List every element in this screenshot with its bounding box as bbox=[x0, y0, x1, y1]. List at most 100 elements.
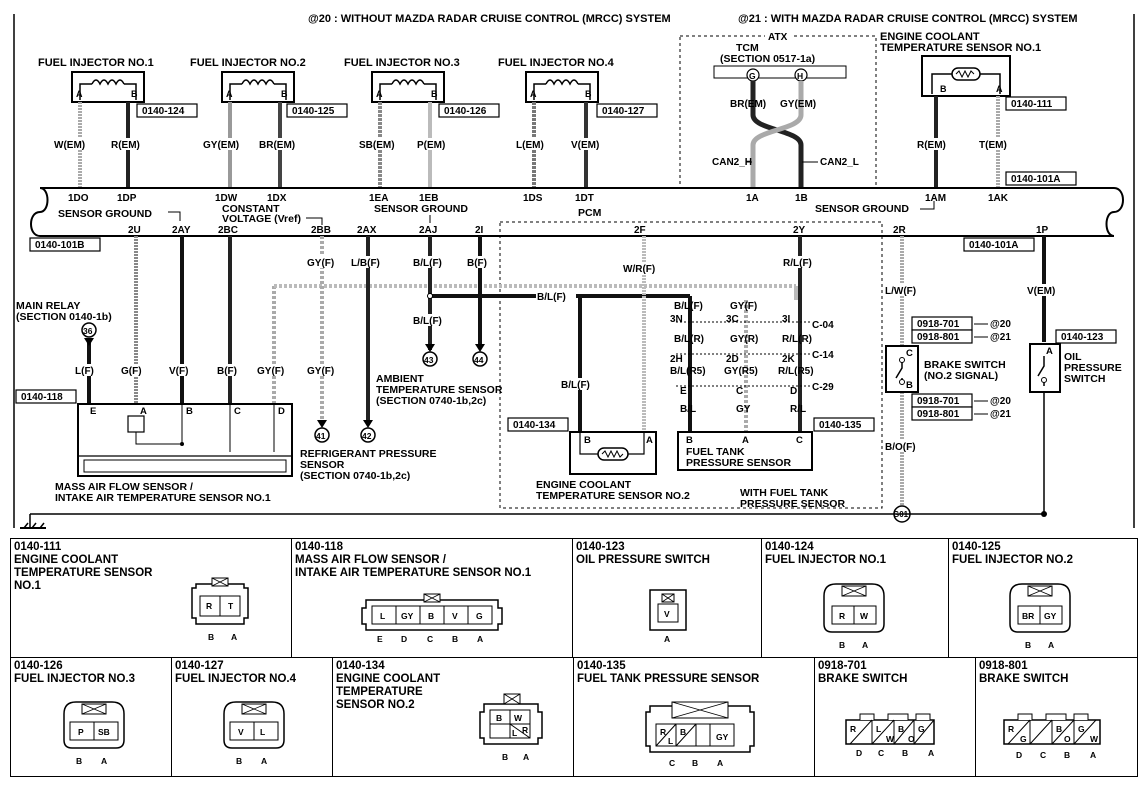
svg-text:GY(R5): GY(R5) bbox=[724, 366, 758, 377]
svg-text:A: A bbox=[646, 435, 653, 446]
svg-text:0140-123: 0140-123 bbox=[1061, 332, 1104, 343]
svg-text:B/L(F): B/L(F) bbox=[561, 380, 590, 391]
svg-text:1DW: 1DW bbox=[215, 193, 238, 204]
svg-text:GY(F): GY(F) bbox=[257, 366, 284, 377]
svg-text:0140-127: 0140-127 bbox=[602, 106, 645, 117]
svg-text:(SECTION 0517-1a): (SECTION 0517-1a) bbox=[720, 53, 815, 65]
svg-text:E: E bbox=[90, 406, 96, 417]
svg-text:SB(EM): SB(EM) bbox=[359, 140, 395, 151]
svg-text:V(EM): V(EM) bbox=[1027, 286, 1055, 297]
svg-text:PRESSURE SENSOR: PRESSURE SENSOR bbox=[740, 498, 845, 510]
svg-text:CAN2_H: CAN2_H bbox=[712, 157, 752, 168]
svg-text:1DO: 1DO bbox=[68, 193, 89, 204]
svg-text:0140-135: 0140-135 bbox=[819, 420, 862, 431]
svg-text:TEMPERATURE SENSOR NO.1: TEMPERATURE SENSOR NO.1 bbox=[880, 42, 1041, 54]
svg-text:G: G bbox=[749, 71, 756, 81]
svg-text:@20: @20 bbox=[990, 396, 1011, 407]
note-20: @20 : WITHOUT MAZDA RADAR CRUISE CONTROL… bbox=[308, 13, 671, 25]
svg-text:E: E bbox=[680, 386, 687, 397]
svg-text:GY(F): GY(F) bbox=[307, 366, 334, 377]
svg-text:B: B bbox=[186, 406, 193, 417]
svg-text:B: B bbox=[585, 89, 592, 99]
svg-text:2I: 2I bbox=[475, 225, 484, 236]
svg-text:P(EM): P(EM) bbox=[417, 140, 445, 151]
svg-text:B: B bbox=[906, 380, 913, 391]
svg-text:WITH FUEL TANK: WITH FUEL TANK bbox=[740, 487, 829, 499]
svg-text:ATX: ATX bbox=[768, 32, 788, 43]
svg-text:PRESSURE: PRESSURE bbox=[1064, 362, 1122, 374]
svg-text:TEMPERATURE SENSOR: TEMPERATURE SENSOR bbox=[376, 384, 503, 396]
svg-text:C-14: C-14 bbox=[812, 350, 834, 361]
svg-text:41: 41 bbox=[316, 431, 326, 441]
svg-text:R(EM): R(EM) bbox=[111, 140, 140, 151]
svg-text:B: B bbox=[281, 89, 288, 99]
svg-text:A: A bbox=[530, 89, 537, 99]
svg-text:T(EM): T(EM) bbox=[979, 140, 1007, 151]
svg-text:C-29: C-29 bbox=[812, 382, 834, 393]
svg-text:B: B bbox=[431, 89, 438, 99]
svg-text:A: A bbox=[1046, 346, 1053, 357]
svg-text:B/L(F): B/L(F) bbox=[413, 316, 442, 327]
injector-wire-labels: W(EM) R(EM) GY(EM) BR(EM) SB(EM) P(EM) L… bbox=[52, 138, 608, 151]
svg-text:GY: GY bbox=[736, 404, 751, 415]
fuel-injector-1: FUEL INJECTOR NO.1 A B 0140-124 bbox=[38, 57, 198, 118]
maf-wires bbox=[87, 236, 276, 404]
svg-text:0918-801: 0918-801 bbox=[917, 332, 960, 343]
svg-text:1P: 1P bbox=[1036, 225, 1049, 236]
svg-text:AMBIENT: AMBIENT bbox=[376, 373, 424, 385]
svg-text:L/W(F): L/W(F) bbox=[885, 286, 916, 297]
svg-text:CONSTANT: CONSTANT bbox=[222, 203, 280, 215]
svg-text:36: 36 bbox=[83, 326, 93, 336]
svg-text:(NO.2 SIGNAL): (NO.2 SIGNAL) bbox=[924, 370, 998, 382]
svg-text:0140-101A: 0140-101A bbox=[969, 240, 1018, 251]
svg-text:ENGINE COOLANT: ENGINE COOLANT bbox=[536, 479, 632, 491]
sensor-ground-left: SENSOR GROUND bbox=[58, 208, 152, 220]
svg-text:BRAKE SWITCH: BRAKE SWITCH bbox=[924, 359, 1006, 371]
svg-text:2U: 2U bbox=[128, 225, 141, 236]
svg-text:MASS AIR FLOW SENSOR /: MASS AIR FLOW SENSOR / bbox=[55, 481, 193, 493]
svg-text:SENSOR GROUND: SENSOR GROUND bbox=[374, 203, 468, 215]
svg-text:B: B bbox=[131, 89, 138, 99]
svg-text:2K: 2K bbox=[782, 354, 796, 365]
svg-text:2BB: 2BB bbox=[311, 225, 331, 236]
ambient-wires: B/L(F) B(F) B/L(F) B/L(F) 43 44 bbox=[412, 236, 690, 367]
svg-text:2AY: 2AY bbox=[172, 225, 191, 236]
svg-text:MAIN RELAY: MAIN RELAY bbox=[16, 300, 80, 312]
ect-sensor-2: W/R(F) B/L(F) 0140-134 B A bbox=[507, 236, 664, 475]
fuel-injector-2: FUEL INJECTOR NO.2 A B 0140-125 bbox=[190, 57, 348, 118]
svg-text:A: A bbox=[742, 435, 749, 446]
svg-text:2Y: 2Y bbox=[793, 225, 806, 236]
svg-text:R/L(R5): R/L(R5) bbox=[778, 366, 814, 377]
fuel-injector-4: FUEL INJECTOR NO.4 A B 0140-127 bbox=[498, 57, 658, 118]
svg-text:B: B bbox=[940, 84, 947, 94]
svg-text:1DS: 1DS bbox=[523, 193, 543, 204]
svg-text:FUEL INJECTOR NO.3: FUEL INJECTOR NO.3 bbox=[344, 57, 460, 69]
svg-text:2AX: 2AX bbox=[357, 225, 377, 236]
svg-text:B/L(F): B/L(F) bbox=[413, 258, 442, 269]
svg-text:GY(R): GY(R) bbox=[730, 334, 758, 345]
svg-text:ENGINE COOLANT: ENGINE COOLANT bbox=[880, 31, 980, 43]
svg-text:42: 42 bbox=[362, 431, 372, 441]
svg-text:B/O(F): B/O(F) bbox=[885, 442, 916, 453]
svg-text:R/L: R/L bbox=[790, 404, 806, 415]
svg-text:3I: 3I bbox=[782, 314, 791, 325]
svg-text:1EB: 1EB bbox=[419, 193, 438, 204]
svg-text:PCM: PCM bbox=[578, 207, 602, 219]
svg-text:INTAKE AIR TEMPERATURE SENSOR: INTAKE AIR TEMPERATURE SENSOR NO.1 bbox=[55, 492, 271, 504]
svg-text:SWITCH: SWITCH bbox=[1064, 373, 1105, 385]
svg-text:FUEL INJECTOR NO.2: FUEL INJECTOR NO.2 bbox=[190, 57, 306, 69]
svg-text:1B: 1B bbox=[795, 193, 808, 204]
svg-text:A: A bbox=[376, 89, 383, 99]
svg-text:OIL: OIL bbox=[1064, 351, 1082, 363]
svg-text:SENSOR: SENSOR bbox=[300, 459, 345, 471]
svg-text:PRESSURE SENSOR: PRESSURE SENSOR bbox=[686, 457, 791, 469]
svg-text:C: C bbox=[736, 386, 743, 397]
svg-text:G(F): G(F) bbox=[121, 366, 142, 377]
svg-text:CAN2_L: CAN2_L bbox=[820, 157, 859, 168]
